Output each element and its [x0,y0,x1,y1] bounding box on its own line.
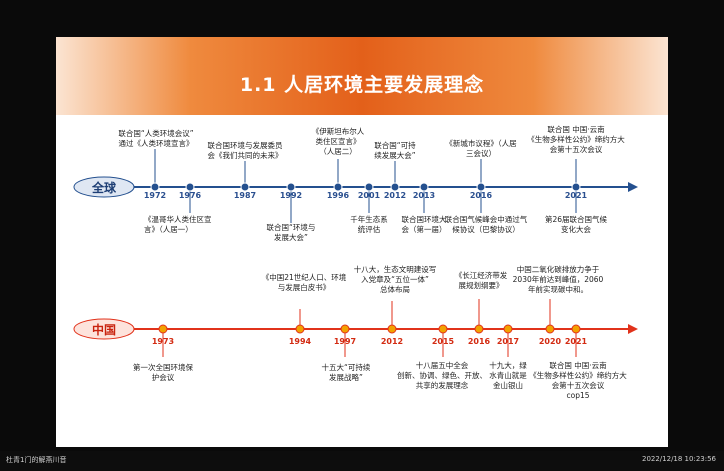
global-dot-2001 [364,182,374,192]
china-dot-2020 [545,324,555,334]
global-year: 1987 [233,191,257,200]
china-dot-1973 [158,324,168,334]
global-year: 1972 [143,191,167,200]
global-year: 1996 [326,191,350,200]
china-event: 十八大，生态文明建设写入党章及“五位一体”总体布局 [353,265,437,294]
global-event: 联合国“环境与发展大会” [266,223,316,242]
global-dot-2021 [571,182,581,192]
status-timestamp: 2022/12/18 10:23:56 [641,455,716,463]
china-year: 1994 [288,337,312,346]
global-event: 千年生态系统评估 [350,215,388,234]
china-year: 2016 [467,337,491,346]
global-dot-1976 [185,182,195,192]
global-event: 《新城市议程》（人居三会议） [445,139,517,158]
global-year: 2016 [469,191,493,200]
china-dot-2017 [503,324,513,334]
china-dot-2016 [474,324,484,334]
global-event: 联合国“可持续发展大会” [374,141,416,160]
global-dot-1987 [240,182,250,192]
china-year: 2012 [380,337,404,346]
china-event: 十八届五中全会创新、协调、绿色、开放、共享的发展理念 [397,361,487,390]
china-event: 十九大，绿水青山就是金山银山 [489,361,527,390]
china-dot-1997 [340,324,350,334]
global-event: 联合国环境大会（第一届） [401,215,447,234]
global-year: 1976 [178,191,202,200]
china-tag-label: 中国 [91,323,116,337]
global-tag-shape [73,176,135,198]
china-year: 2017 [496,337,520,346]
status-bar: 杜青1门的解燕川音 2022/12/18 10:23:56 [0,451,724,471]
title-banner: 1.1 人居环境主要发展理念 [56,37,668,115]
global-year: 2021 [564,191,588,200]
global-dot-2012 [390,182,400,192]
global-year: 2001 [357,191,381,200]
global-event: 联合国 中国·云南《生物多样性公约》缔约方大会第十五次会议 [527,125,625,154]
global-axis-arrow [628,182,638,192]
china-year: 2015 [431,337,455,346]
china-axis-arrow [628,324,638,334]
china-tag-shape [73,318,135,340]
china-year: 1997 [333,337,357,346]
global-dot-1972 [150,182,160,192]
china-event: 《中国21世纪人口、环境与发展白皮书》 [261,273,347,292]
china-event: 《长江经济带发展规划纲要》 [454,271,508,290]
page-title: 1.1 人居环境主要发展理念 [239,74,485,96]
global-dot-2013 [419,182,429,192]
global-event: 《温哥华人类住区宣言》（人居一） [144,215,212,234]
china-dot-2015 [438,324,448,334]
global-dot-1992 [286,182,296,192]
china-year: 1973 [151,337,175,346]
china-dot-1994 [295,324,305,334]
china-year: 2020 [538,337,562,346]
slide: 1.1 人居环境主要发展理念 [56,37,668,447]
status-left-text: 杜青1门的解燕川音 [6,456,67,464]
global-year: 2013 [412,191,436,200]
global-year: 1992 [279,191,303,200]
global-dot-2016 [476,182,486,192]
china-event: 第一次全国环境保护会议 [133,363,193,382]
global-event: 第26届联合国气候变化大会 [544,215,608,234]
global-event: 联合国气候峰会中通过气候协议（巴黎协议） [444,215,528,234]
china-dot-2012 [387,324,397,334]
global-event: 联合国环境与发展委员会《我们共同的未来》 [207,141,283,160]
global-dot-1996 [333,182,343,192]
china-event: 十五大“可持续发展战略” [321,363,371,382]
china-year: 2021 [564,337,588,346]
global-event: 联合国“人类环境会议”通过《人类环境宣言》 [118,129,194,148]
china-dot-2021 [571,324,581,334]
global-tag-label: 全球 [91,181,116,195]
global-year: 2012 [383,191,407,200]
global-event: 《伊斯坦布尔人类住区宣言》（人居二） [311,127,365,156]
timeline-graphics [73,149,638,357]
